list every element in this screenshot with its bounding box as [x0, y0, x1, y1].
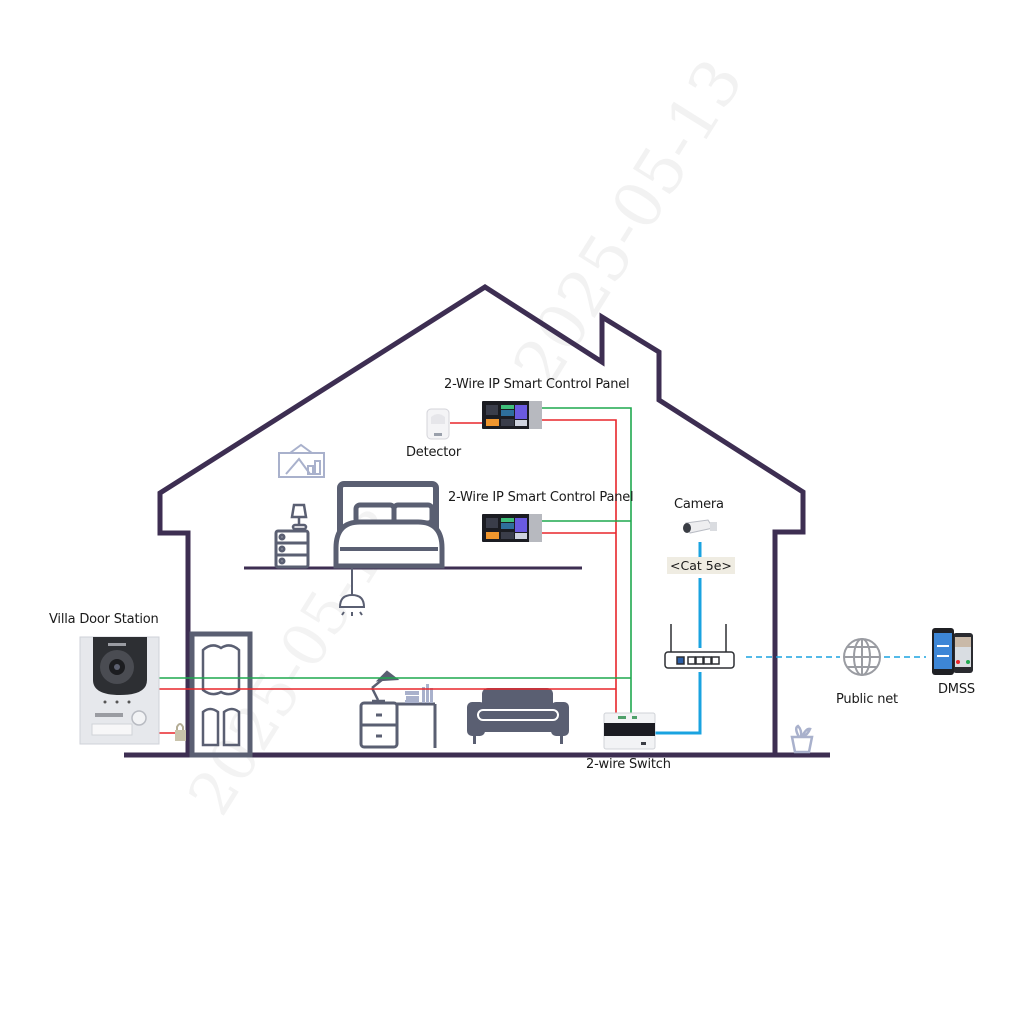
ceiling-lamp-icon	[338, 568, 366, 616]
network-cables	[655, 542, 702, 735]
control-panel-upper-device	[482, 401, 542, 429]
nightstand-icon	[274, 529, 310, 569]
wall-picture-icon	[278, 443, 325, 478]
bed-icon	[333, 481, 445, 569]
label-dmss: DMSS	[938, 682, 975, 697]
green-wires	[159, 407, 632, 714]
sofa-icon	[467, 688, 569, 744]
red-wires	[159, 419, 617, 734]
label-two-wire-switch: 2-wire Switch	[586, 757, 671, 772]
bullet-camera-device	[683, 519, 717, 534]
wifi-router-device	[664, 624, 735, 669]
label-cat5e-cable: <Cat 5e>	[667, 557, 735, 574]
label-control-panel-lower: 2-Wire IP Smart Control Panel	[448, 490, 634, 505]
globe-icon	[843, 638, 881, 676]
dmss-phones-icon	[932, 628, 973, 675]
house-outline	[157, 284, 806, 755]
label-camera: Camera	[674, 497, 724, 512]
plant-pot-icon	[790, 724, 814, 754]
label-control-panel-upper: 2-Wire IP Smart Control Panel	[444, 377, 630, 392]
villa-door-station-device	[79, 636, 160, 745]
desk-icon	[359, 701, 437, 749]
label-detector: Detector	[406, 445, 462, 460]
table-lamp-icon	[290, 503, 308, 531]
books-icon	[405, 684, 433, 703]
two-wire-switch-device	[603, 712, 656, 750]
desk-lamp-icon	[370, 670, 400, 703]
label-villa-door-station: Villa Door Station	[49, 612, 159, 627]
front-door-icon	[189, 631, 253, 758]
control-panel-lower-device	[482, 514, 542, 542]
motion-detector-device	[426, 408, 450, 440]
label-public-net: Public net	[836, 692, 898, 707]
electric-lock-icon	[175, 723, 186, 741]
